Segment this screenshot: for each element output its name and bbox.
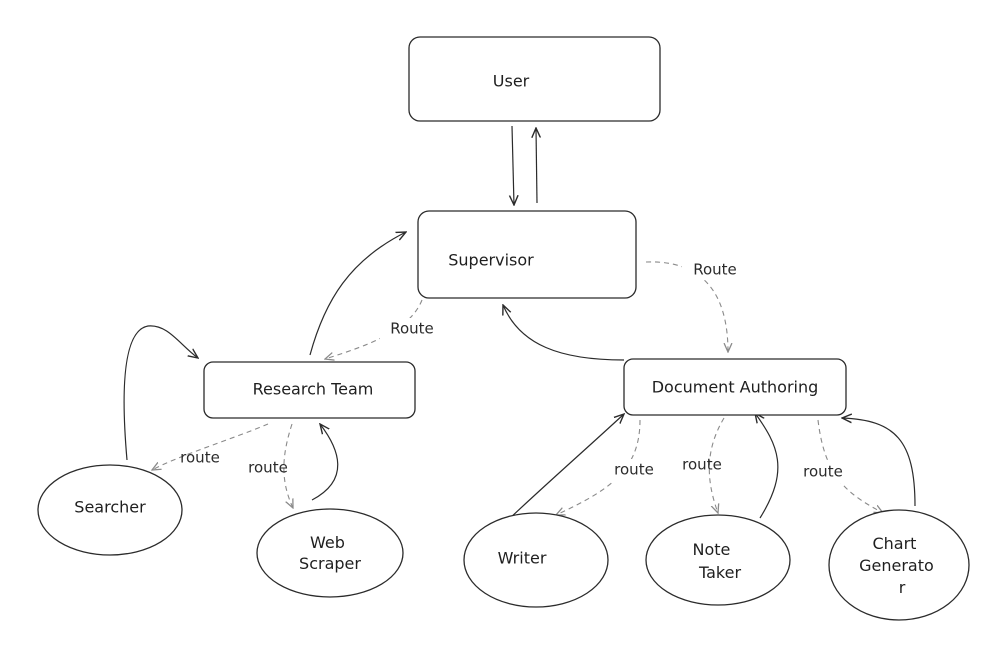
edge-label-supervisor-to-research-team: Route	[390, 320, 434, 338]
edge-supervisor-to-research-team	[325, 299, 423, 359]
node-searcher-label: Searcher	[74, 498, 146, 517]
edge-research-team-to-supervisor	[309, 232, 406, 356]
node-document-authoring: Document Authoring	[623, 358, 847, 416]
node-research-team: Research Team	[203, 361, 416, 419]
node-web-scraper: Web Scraper	[256, 508, 404, 598]
edge-user-to-supervisor	[512, 125, 514, 205]
edge-label-document-authoring-to-chart-generator: route	[803, 463, 843, 481]
node-supervisor: Supervisor	[417, 210, 637, 299]
node-searcher: Searcher	[37, 464, 183, 556]
edges	[123, 125, 916, 521]
node-writer: Writer	[463, 512, 609, 608]
node-user: User	[408, 36, 661, 122]
node-note-taker-line-2: Taker	[698, 563, 741, 582]
node-web-scraper-line-1: Web	[310, 533, 345, 552]
edge-web-scraper-to-research-team	[311, 424, 339, 501]
edge-writer-to-document-authoring	[507, 414, 624, 521]
edge-research-team-to-searcher	[152, 423, 269, 470]
edge-chart-generator-to-document-authoring	[842, 418, 916, 507]
node-document-authoring-label: Document Authoring	[652, 378, 819, 397]
edge-labels: Route Route route route route route rout…	[180, 258, 852, 483]
edge-label-research-team-to-web-scraper: route	[248, 459, 288, 477]
node-chart-generator-line-1: Chart	[872, 534, 916, 553]
edge-note-taker-to-document-authoring	[755, 413, 779, 519]
edge-document-authoring-to-supervisor	[503, 305, 625, 361]
edge-label-supervisor-to-document-authoring: Route	[693, 261, 737, 279]
node-supervisor-label: Supervisor	[448, 251, 534, 270]
node-research-team-label: Research Team	[253, 380, 374, 399]
edge-supervisor-to-document-authoring	[645, 261, 728, 352]
node-web-scraper-label: Web Scraper	[299, 533, 361, 573]
node-chart-generator-line-3: r	[899, 578, 906, 597]
node-note-taker: Note Taker	[645, 514, 791, 606]
edge-document-authoring-to-note-taker	[708, 417, 725, 513]
edge-label-document-authoring-to-note-taker: route	[682, 456, 722, 474]
edge-research-team-to-web-scraper	[283, 423, 293, 508]
node-chart-generator-label: Chart Generato r	[859, 534, 939, 597]
node-user-label: User	[493, 72, 530, 91]
edge-label-research-team-to-searcher: route	[180, 449, 220, 467]
edge-supervisor-to-user	[536, 128, 537, 204]
node-web-scraper-line-2: Scraper	[299, 554, 361, 573]
node-note-taker-line-1: Note	[693, 540, 731, 559]
node-chart-generator-line-2: Generato	[859, 556, 934, 575]
edge-label-document-authoring-to-writer: route	[614, 461, 654, 479]
node-note-taker-label: Note Taker	[693, 540, 742, 582]
node-chart-generator: Chart Generato r	[828, 509, 970, 621]
node-writer-label: Writer	[498, 549, 547, 568]
edge-searcher-to-research-team	[123, 325, 198, 461]
